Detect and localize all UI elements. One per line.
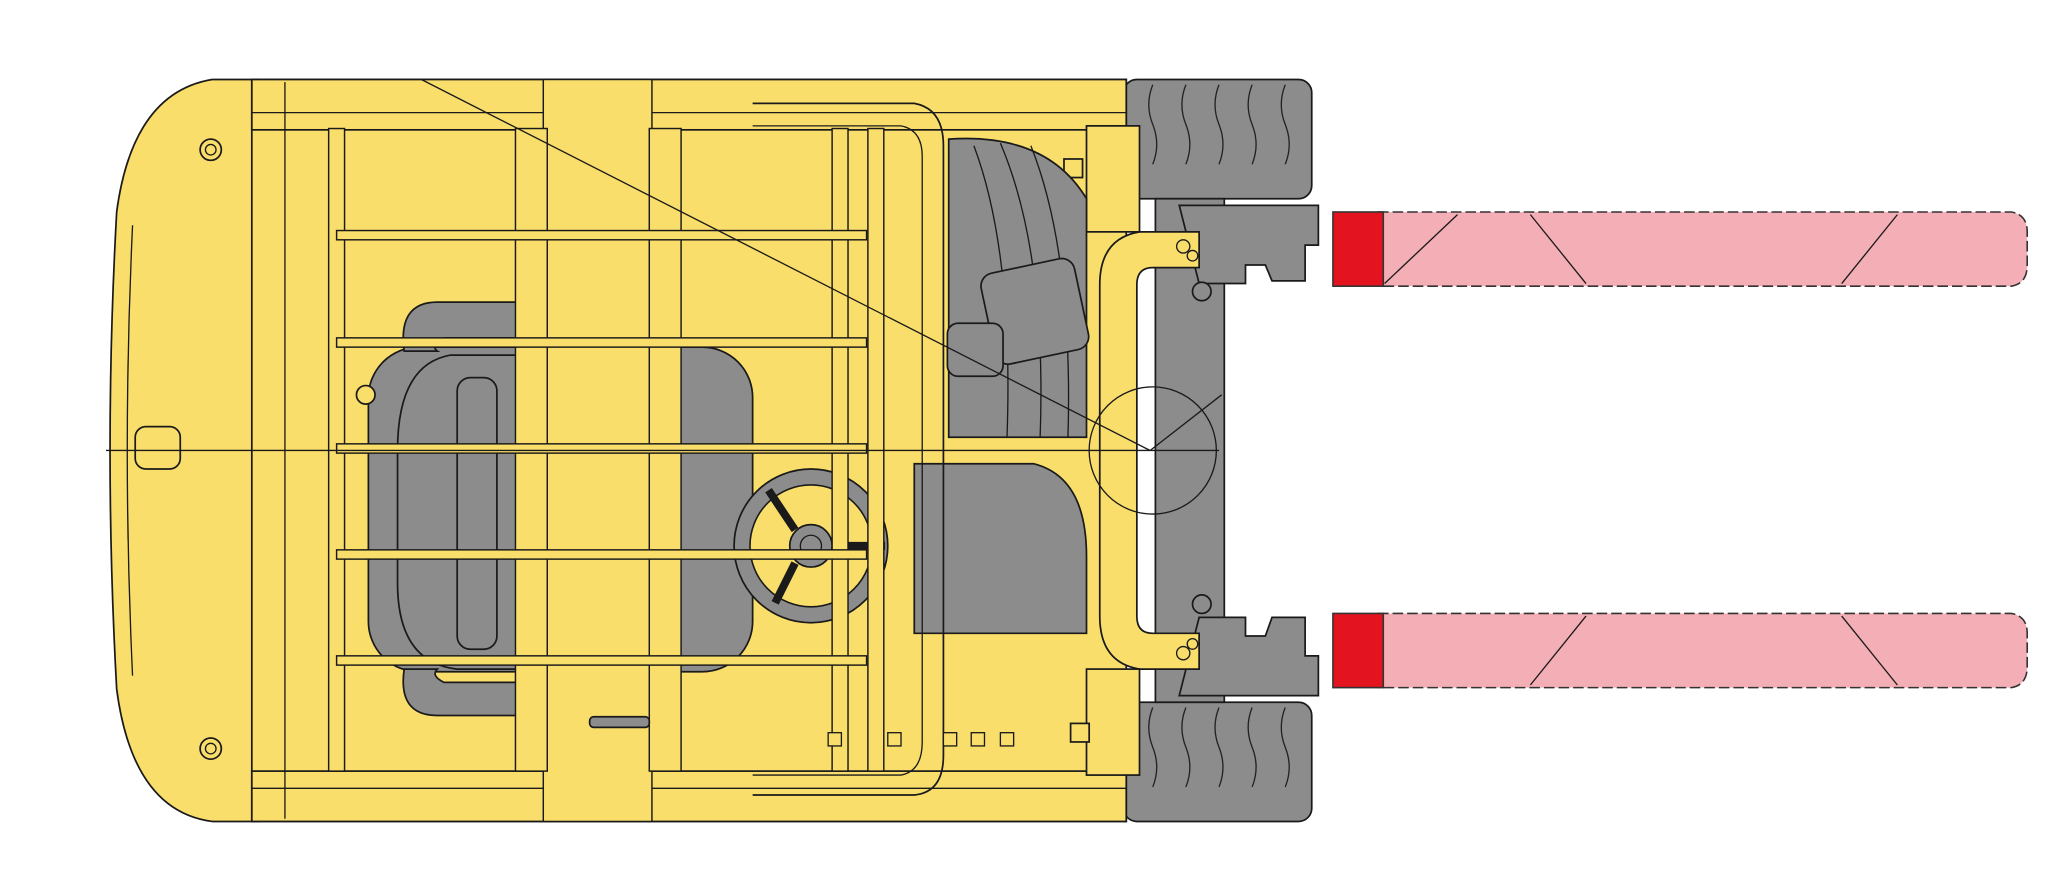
fork-heel-lower bbox=[1332, 612, 1385, 689]
carriage-bolt-lower bbox=[1191, 594, 1212, 615]
fork-diagonals bbox=[1384, 214, 1898, 686]
mast-frame bbox=[1063, 125, 1200, 776]
carriage-bolt-upper bbox=[1191, 281, 1212, 302]
rear-bolt-upper bbox=[199, 138, 223, 162]
forks bbox=[1332, 211, 2029, 689]
fork-heel-upper bbox=[1332, 211, 1385, 287]
tire-upper bbox=[1122, 78, 1313, 200]
control-lever-box bbox=[980, 257, 1090, 366]
fork-hook-lower bbox=[1178, 616, 1320, 697]
fork-upper bbox=[1377, 211, 2029, 287]
turning-diagonal bbox=[421, 78, 1151, 452]
front-tires bbox=[1122, 78, 1313, 823]
turning-circle bbox=[1088, 386, 1218, 515]
dashboard bbox=[913, 137, 1090, 635]
tire-treads bbox=[1148, 84, 1290, 788]
steering-wheel bbox=[733, 468, 889, 624]
construction-lines bbox=[106, 78, 1223, 515]
fork-hook-upper bbox=[1178, 204, 1320, 285]
rear-light bbox=[134, 425, 182, 470]
fork-lower bbox=[1377, 612, 2029, 689]
dash-lower-panel bbox=[913, 462, 1088, 635]
mast-post-upper bbox=[1085, 125, 1141, 233]
tire-lower bbox=[1122, 701, 1313, 823]
side-rail-bottom bbox=[250, 770, 1128, 823]
mast-u-frame bbox=[1098, 231, 1200, 670]
control-knob bbox=[946, 322, 1004, 378]
rear-bolt-lower bbox=[199, 737, 223, 761]
mast-post-lower bbox=[1085, 668, 1141, 776]
side-rail-top bbox=[250, 78, 1128, 131]
